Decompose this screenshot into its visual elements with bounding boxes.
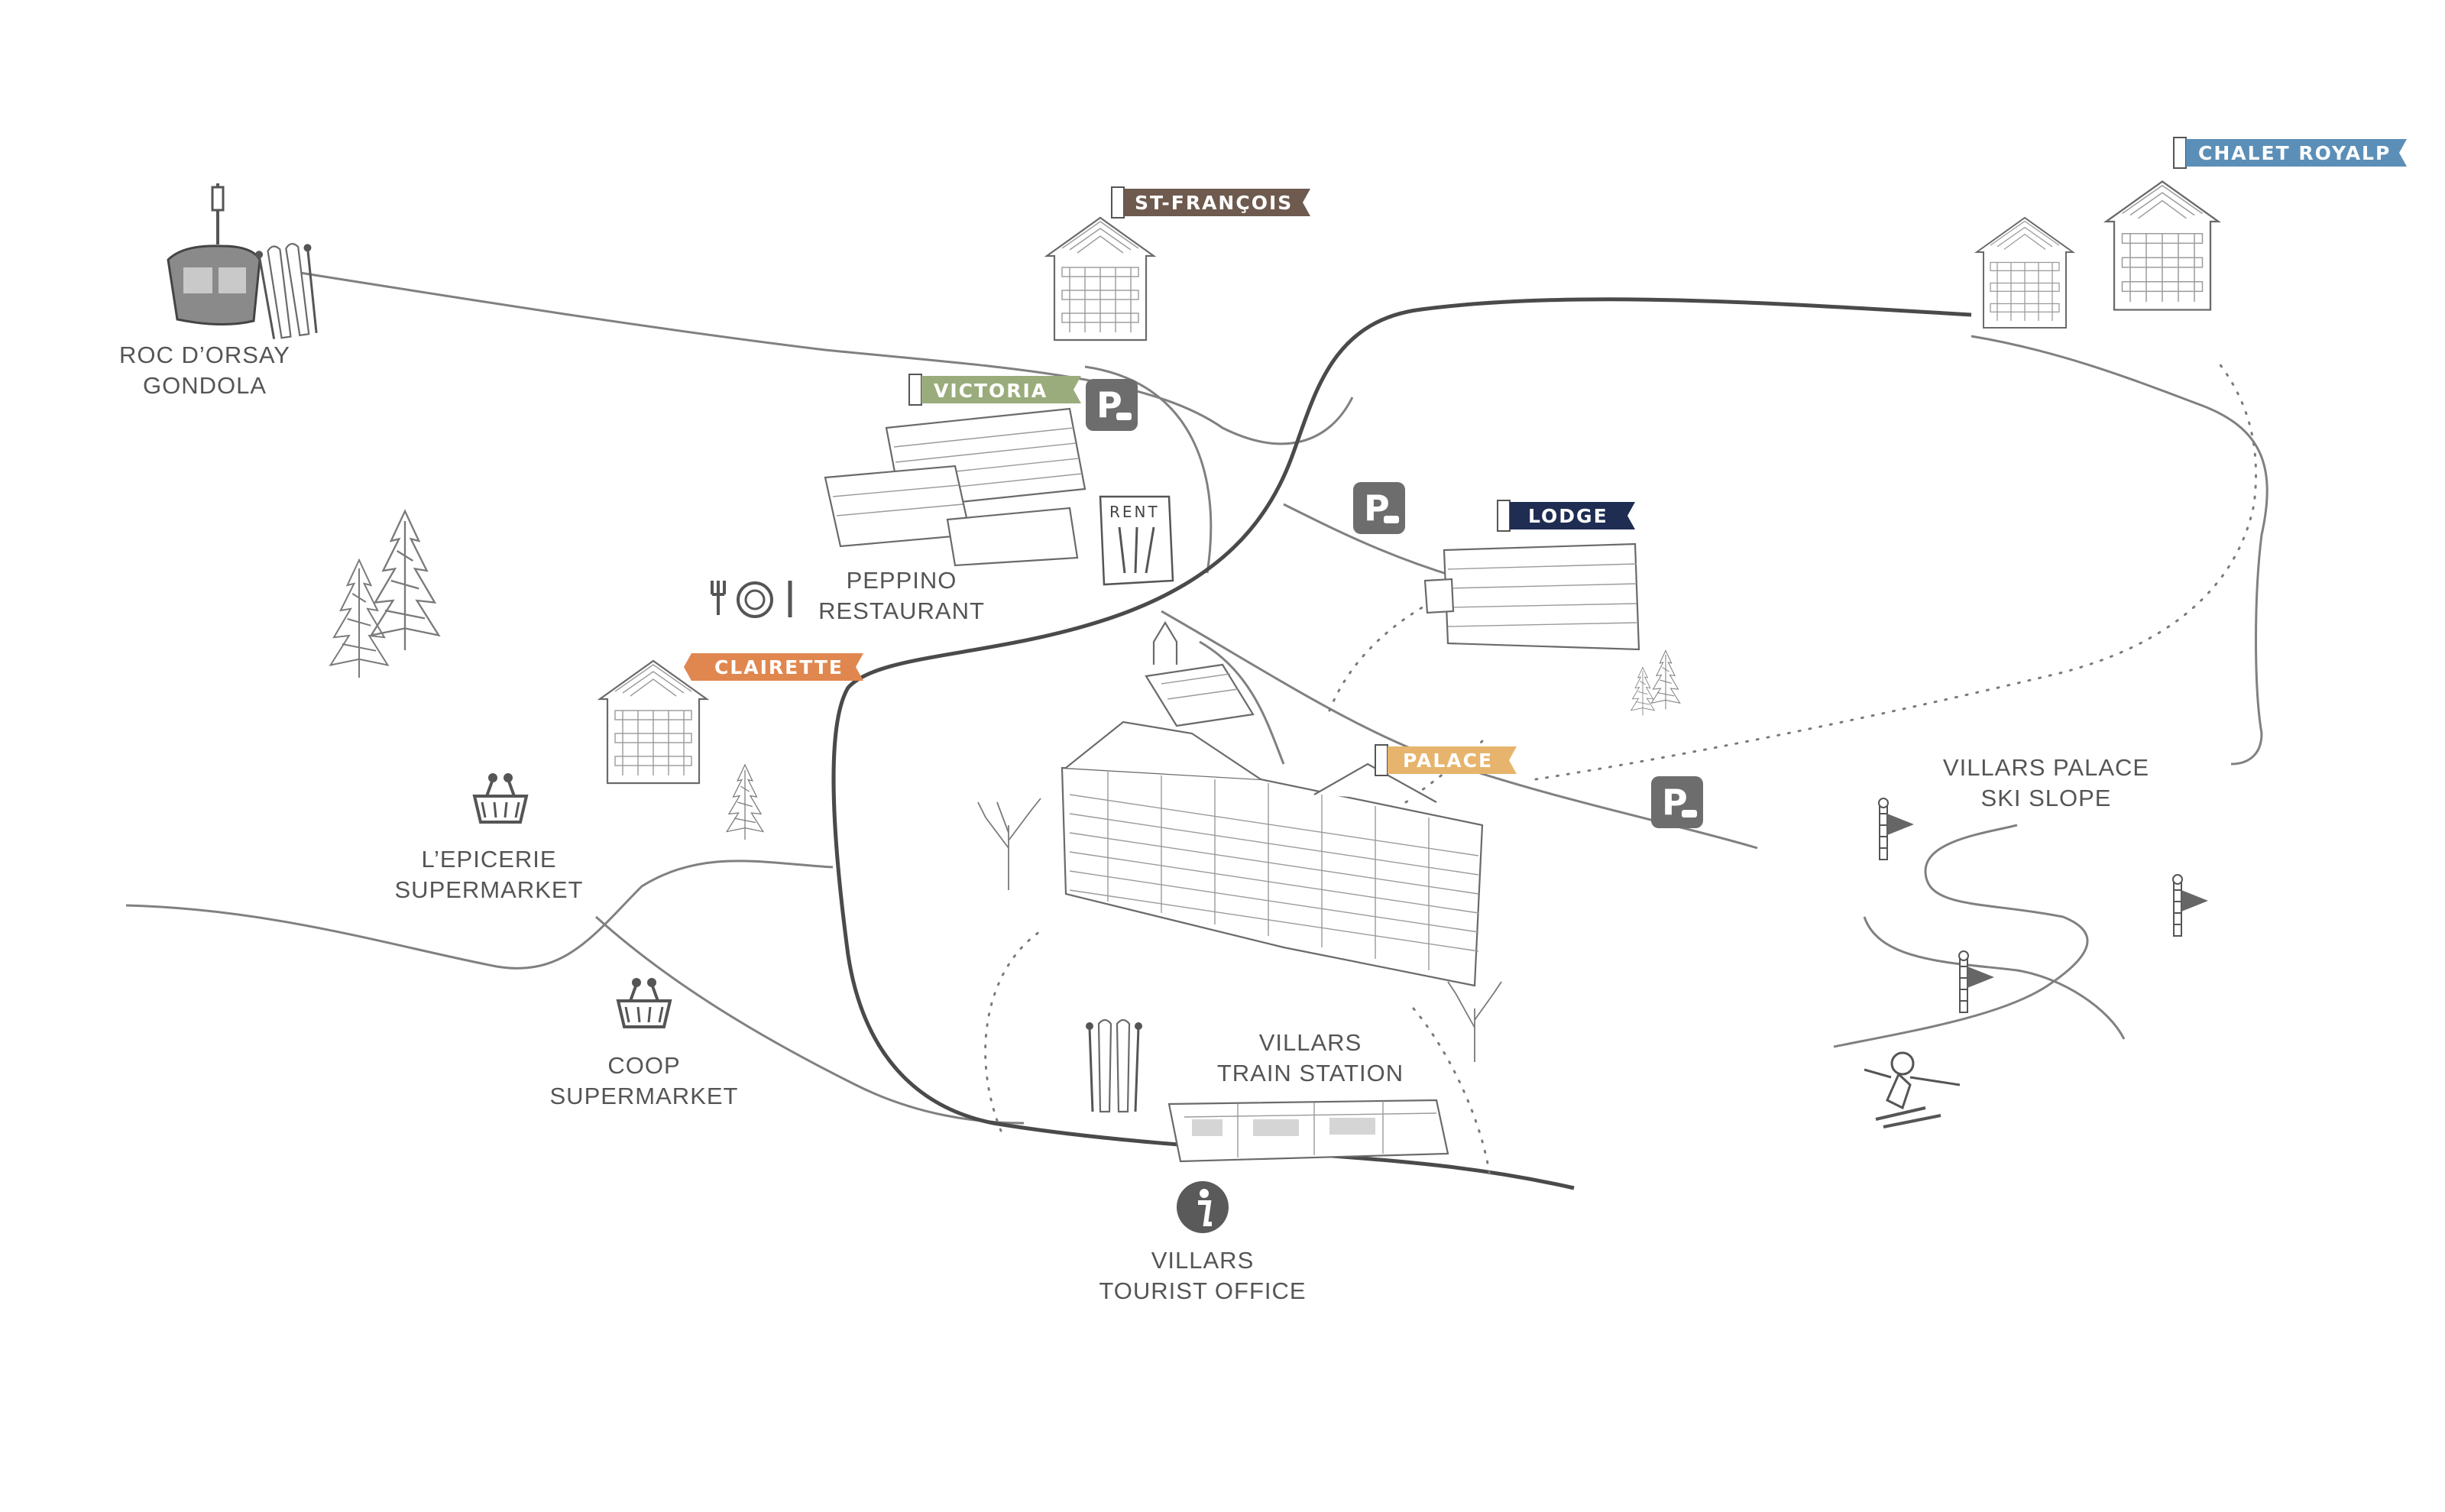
road-west (125, 860, 834, 970)
ski-slope-line2: SKI SLOPE (1981, 785, 2112, 811)
tree-icon (1631, 667, 1655, 716)
coop-line1: COOP (607, 1052, 680, 1079)
restaurant-icon (711, 581, 792, 618)
ski-flag-icon (2172, 874, 2209, 937)
rental-sign-text: RENT (1109, 503, 1160, 521)
flag-lodge-label: LODGE (1528, 505, 1608, 527)
ski-rental-icon: RENT (1099, 495, 1174, 586)
basket-icon (473, 772, 528, 824)
parking-icon (1651, 776, 1703, 828)
info-icon (1177, 1181, 1229, 1233)
flag-victoria: VICTORIA (908, 374, 1081, 406)
st-francois-chalet (1045, 216, 1155, 342)
epicerie-line2: SUPERMARKET (395, 876, 584, 903)
tree-icon (1447, 981, 1502, 1062)
coop-line2: SUPERMARKET (550, 1083, 739, 1109)
road-royalp (1971, 335, 2269, 766)
flag-clairette-label: CLAIRETTE (714, 656, 844, 678)
peppino-line2: RESTAURANT (818, 597, 985, 624)
flag-st-francois-label: ST-FRANÇOIS (1135, 192, 1293, 214)
trail-lodge (1328, 602, 1430, 712)
flag-chalet-royalp-banner (2186, 139, 2407, 167)
ski-flag-icon (1878, 798, 1915, 860)
train-icon (1167, 1099, 1449, 1163)
ski-slope-line1: VILLARS PALACE (1943, 754, 2149, 781)
trail-east-palace (1412, 1007, 1491, 1178)
tree-icon (1650, 650, 1681, 710)
skis-icon (253, 240, 325, 342)
victoria-hotel (824, 407, 1086, 567)
flag-palace-label: PALACE (1403, 750, 1493, 772)
tourist-office-line1: VILLARS (1151, 1247, 1255, 1274)
parking-icon (1353, 482, 1405, 534)
trail-palace-east (1534, 358, 2257, 781)
flag-chalet-royalp-label: CHALET ROYALP (2198, 142, 2391, 164)
road-roc-dorsay (290, 270, 1354, 445)
roc-dorsay-line1: ROC D’ORSAY (119, 342, 290, 368)
train-station-line1: VILLARS (1259, 1029, 1362, 1056)
flag-lodge-banner (1510, 502, 1635, 529)
flag-palace: PALACE (1375, 744, 1517, 776)
epicerie-line1: L’EPICERIE (421, 846, 556, 873)
skier-icon (1864, 1051, 1961, 1128)
church (1145, 620, 1255, 727)
flag-chalet-royalp: CHALET ROYALP (2173, 137, 2407, 169)
train-station-line2: TRAIN STATION (1217, 1060, 1404, 1086)
road-coop (594, 915, 1025, 1125)
gondola-icon (167, 183, 261, 326)
peppino-line1: PEPPINO (847, 567, 957, 594)
road-church (1199, 640, 1285, 765)
road-victoria-loop (1084, 365, 1213, 574)
basket-icon (617, 976, 672, 1028)
flag-st-francois: ST-FRANÇOIS (1111, 186, 1310, 219)
lodge-hotel (1423, 542, 1640, 651)
chalet-royalp (1976, 180, 2220, 329)
ski-flag-icon (1958, 950, 1995, 1013)
parking-icon (1086, 379, 1138, 431)
tree-icon (370, 510, 440, 652)
flag-st-francois-banner (1124, 189, 1310, 216)
villars-palace-hotel (1061, 720, 1484, 987)
tree-icon (977, 798, 1041, 890)
flag-lodge: LODGE (1497, 500, 1635, 532)
skis-icon (1084, 1018, 1144, 1113)
trail-west-palace (984, 931, 1041, 1132)
tree-icon (726, 764, 764, 840)
flag-clairette: CLAIRETTE (684, 653, 863, 681)
tree-icon (329, 559, 389, 678)
flag-victoria-label: VICTORIA (934, 380, 1048, 402)
ski-slope-track (1833, 824, 2126, 1048)
flag-clairette-banner (684, 653, 863, 681)
flag-palace-banner (1388, 746, 1517, 774)
roc-dorsay-line2: GONDOLA (143, 372, 267, 399)
tourist-office-line2: TOURIST OFFICE (1099, 1277, 1306, 1304)
flag-victoria-banner (921, 376, 1081, 403)
